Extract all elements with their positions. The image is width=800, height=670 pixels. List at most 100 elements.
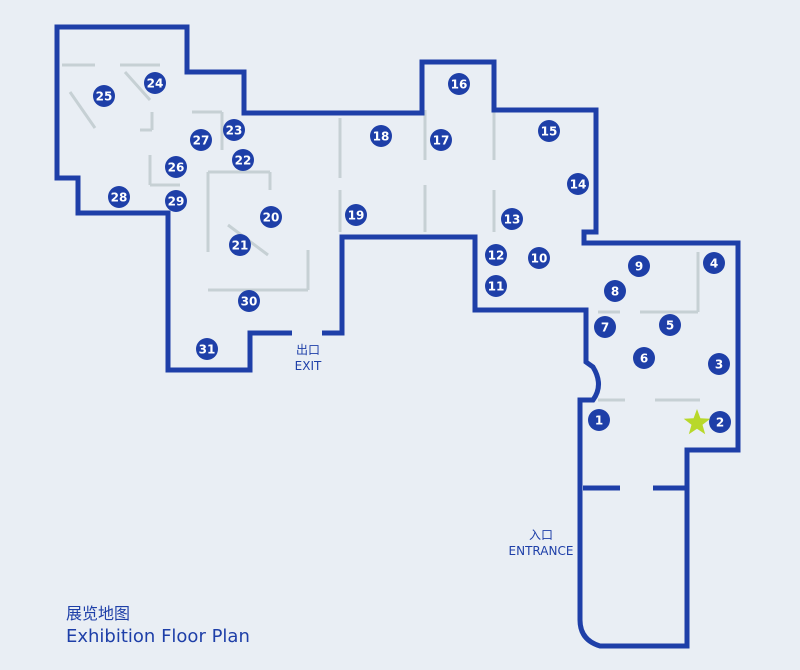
- exhibit-marker-circle: [538, 120, 560, 142]
- exhibit-marker-25: 25: [93, 85, 115, 107]
- exhibit-marker-circle: [448, 73, 470, 95]
- exhibit-marker-12: 12: [485, 244, 507, 266]
- exhibit-marker-circle: [485, 244, 507, 266]
- exhibit-marker-circle: [144, 72, 166, 94]
- exhibit-marker-circle: [345, 204, 367, 226]
- exhibit-marker-circle: [165, 156, 187, 178]
- exhibit-marker-5: 5: [659, 314, 681, 336]
- exhibit-marker-30: 30: [238, 290, 260, 312]
- exhibit-marker-number: 26: [168, 161, 185, 175]
- exhibit-marker-circle: [708, 353, 730, 375]
- exhibit-marker-24: 24: [144, 72, 166, 94]
- exhibit-marker-22: 22: [232, 149, 254, 171]
- exhibit-marker-number: 11: [488, 280, 505, 294]
- exhibit-marker-23: 23: [223, 119, 245, 141]
- exhibit-marker-circle: [190, 129, 212, 151]
- exhibit-marker-number: 9: [635, 260, 643, 274]
- exhibit-marker-number: 3: [715, 358, 723, 372]
- exhibit-marker-14: 14: [567, 173, 589, 195]
- exhibit-marker-circle: [232, 149, 254, 171]
- exhibit-marker-circle: [703, 252, 725, 274]
- exhibit-marker-number: 18: [373, 130, 390, 144]
- exhibit-marker-29: 29: [165, 190, 187, 212]
- exhibit-marker-circle: [238, 290, 260, 312]
- exhibit-marker-27: 27: [190, 129, 212, 151]
- exhibit-marker-11: 11: [485, 275, 507, 297]
- exhibit-marker-2: 2: [709, 411, 731, 433]
- map-title-en: Exhibition Floor Plan: [66, 626, 250, 647]
- exhibit-marker-circle: [709, 411, 731, 433]
- exhibit-marker-31: 31: [196, 338, 218, 360]
- exhibit-marker-circle: [370, 125, 392, 147]
- entrance-label-en: ENTRANCE: [508, 544, 574, 558]
- exhibit-marker-7: 7: [594, 316, 616, 338]
- exhibit-marker-number: 15: [541, 125, 558, 139]
- exhibit-marker-circle: [604, 280, 626, 302]
- exhibit-marker-15: 15: [538, 120, 560, 142]
- you-are-here-layer: [683, 409, 711, 435]
- exhibit-marker-circle: [260, 206, 282, 228]
- exhibit-marker-number: 16: [451, 78, 468, 92]
- exhibit-marker-circle: [93, 85, 115, 107]
- exhibit-marker-1: 1: [588, 409, 610, 431]
- partition-wall: [68, 91, 97, 129]
- exhibit-marker-number: 29: [168, 195, 185, 209]
- exhibit-marker-number: 25: [96, 90, 113, 104]
- exhibit-marker-10: 10: [528, 247, 550, 269]
- map-title-cn: 展览地图: [66, 604, 131, 623]
- exhibit-marker-circle: [588, 409, 610, 431]
- exhibit-marker-number: 12: [488, 249, 505, 263]
- exhibit-marker-number: 22: [235, 154, 252, 168]
- exhibit-marker-9: 9: [628, 255, 650, 277]
- exhibit-marker-17: 17: [430, 129, 452, 151]
- exhibit-marker-number: 28: [111, 191, 128, 205]
- exhibit-marker-number: 8: [611, 285, 619, 299]
- exhibit-marker-21: 21: [229, 234, 251, 256]
- exhibit-marker-number: 19: [348, 209, 365, 223]
- exit-label-cn: 出口: [295, 343, 320, 357]
- exhibit-marker-number: 17: [433, 134, 450, 148]
- exhibit-marker-number: 24: [147, 77, 164, 91]
- exhibit-marker-circle: [633, 347, 655, 369]
- exhibit-marker-circle: [485, 275, 507, 297]
- exhibit-marker-28: 28: [108, 186, 130, 208]
- exhibit-marker-circle: [594, 316, 616, 338]
- exhibit-marker-circle: [528, 247, 550, 269]
- exhibit-marker-circle: [501, 208, 523, 230]
- exterior-walls: [54, 24, 741, 649]
- exhibit-marker-circle: [430, 129, 452, 151]
- exhibit-marker-circle: [229, 234, 251, 256]
- exhibit-marker-8: 8: [604, 280, 626, 302]
- partition-wall: [123, 71, 152, 101]
- entrance-label: 入口 ENTRANCE: [500, 527, 582, 559]
- exhibit-marker-6: 6: [633, 347, 655, 369]
- exhibit-marker-19: 19: [345, 204, 367, 226]
- exhibit-marker-26: 26: [165, 156, 187, 178]
- exhibit-marker-circle: [659, 314, 681, 336]
- exhibit-marker-circle: [165, 190, 187, 212]
- exhibit-marker-number: 10: [531, 252, 548, 266]
- exhibit-marker-circle: [567, 173, 589, 195]
- exit-label-en: EXIT: [294, 359, 322, 373]
- exhibit-marker-number: 13: [504, 213, 521, 227]
- exhibit-marker-circle: [628, 255, 650, 277]
- exhibit-marker-20: 20: [260, 206, 282, 228]
- star-icon: [683, 409, 711, 435]
- exhibit-marker-circle: [108, 186, 130, 208]
- exhibit-marker-number: 14: [570, 178, 587, 192]
- exhibit-marker-number: 7: [601, 321, 609, 335]
- wall-segment: [54, 24, 741, 649]
- exhibit-marker-16: 16: [448, 73, 470, 95]
- exhibit-marker-18: 18: [370, 125, 392, 147]
- exhibit-marker-13: 13: [501, 208, 523, 230]
- exhibit-marker-number: 20: [263, 211, 280, 225]
- exhibit-marker-number: 23: [226, 124, 243, 138]
- exhibit-marker-number: 6: [640, 352, 648, 366]
- map-title: 展览地图 Exhibition Floor Plan: [66, 604, 250, 650]
- exhibit-marker-number: 30: [241, 295, 258, 309]
- exhibit-marker-4: 4: [703, 252, 725, 274]
- exhibit-marker-3: 3: [708, 353, 730, 375]
